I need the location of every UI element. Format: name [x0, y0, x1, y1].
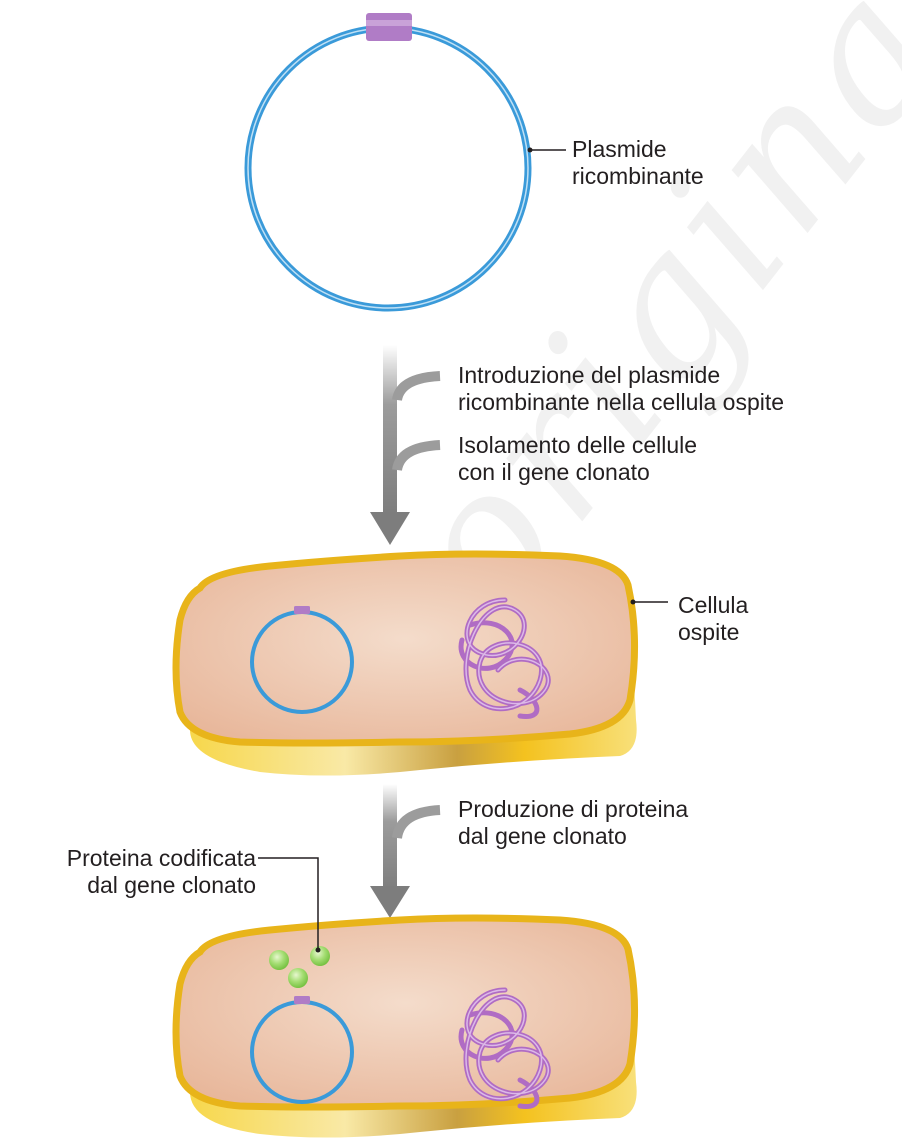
protein-label-line-2: dal gene clonato — [6, 872, 256, 899]
plasmid-label-line-2: ricombinante — [572, 163, 704, 190]
step3-label: Produzione di proteina dal gene clonato — [458, 796, 688, 850]
host-cell-label-line-2: ospite — [678, 619, 748, 646]
plasmid-label: Plasmide ricombinante — [572, 136, 704, 190]
branch-2 — [397, 445, 440, 470]
gene-insert — [366, 13, 412, 41]
branch-1 — [397, 376, 440, 400]
process-arrow-1 — [370, 345, 440, 545]
step2-label-line-2: con il gene clonato — [458, 459, 697, 486]
step1-label-line-1: Introduzione del plasmide — [458, 362, 784, 389]
cell-body-2 — [176, 918, 635, 1107]
host-cell-label-line-1: Cellula — [678, 592, 748, 619]
host-cell-1 — [176, 554, 668, 776]
protein-molecule — [288, 968, 308, 988]
plasmid-label-line-1: Plasmide — [572, 136, 704, 163]
recombinant-plasmid — [248, 13, 566, 308]
plasmid-insert-in-cell-2 — [294, 996, 310, 1004]
process-arrow-2 — [370, 784, 440, 918]
protein-molecule — [269, 950, 289, 970]
step2-label: Isolamento delle cellule con il gene clo… — [458, 432, 697, 486]
step1-label-line-2: ricombinante nella cellula ospite — [458, 389, 784, 416]
cell-body — [176, 554, 635, 743]
plasmid-insert-in-cell — [294, 606, 310, 614]
step2-label-line-1: Isolamento delle cellule — [458, 432, 697, 459]
step3-label-line-1: Produzione di proteina — [458, 796, 688, 823]
step1-label: Introduzione del plasmide ricombinante n… — [458, 362, 784, 416]
plasmid-ring — [248, 28, 528, 308]
host-cell-2 — [176, 858, 637, 1138]
host-cell-label: Cellula ospite — [678, 592, 748, 646]
branch-3 — [397, 810, 440, 838]
step3-label-line-2: dal gene clonato — [458, 823, 688, 850]
protein-label: Proteina codificata dal gene clonato — [6, 845, 256, 899]
protein-label-line-1: Proteina codificata — [6, 845, 256, 872]
